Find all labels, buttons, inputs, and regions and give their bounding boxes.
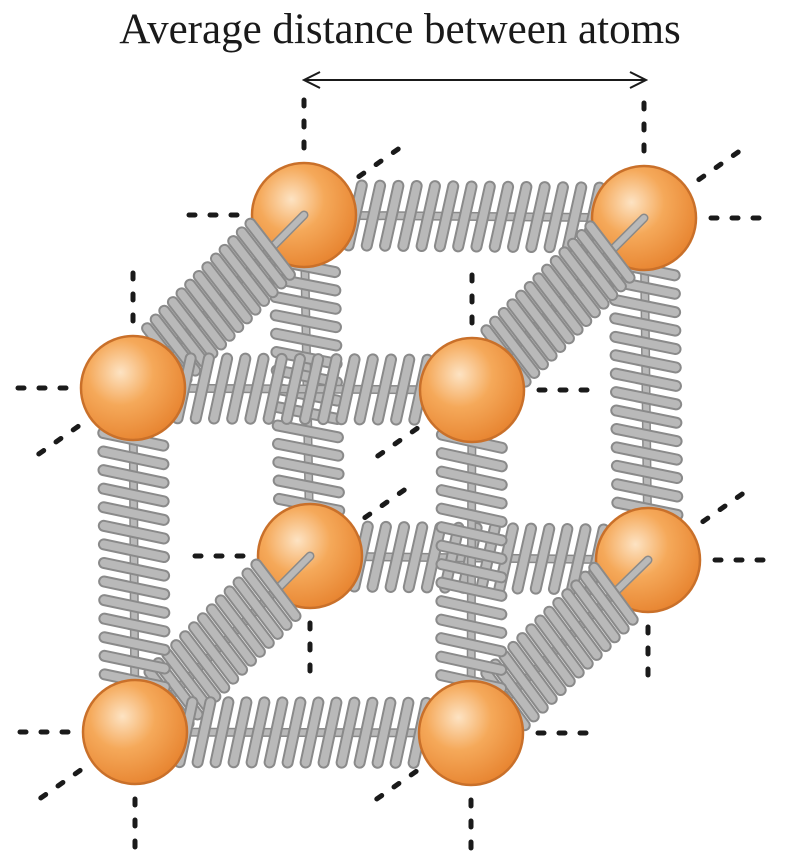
- spring-depth-top-right: [467, 213, 649, 395]
- atom-front-bottom-left: [81, 678, 189, 786]
- dots-ftl-14: [36, 423, 81, 457]
- continuation-dots: [15, 97, 766, 851]
- dots-fbr-23: [374, 768, 419, 802]
- front-atoms: [79, 334, 526, 787]
- atom-front-top-left: [79, 334, 187, 442]
- dots-bbr-11: [700, 491, 745, 525]
- dots-ftr-17: [375, 425, 420, 459]
- dots-fbl-20: [38, 767, 83, 801]
- dots-btr-5: [696, 149, 741, 183]
- middle-springs: [128, 210, 653, 738]
- dots-btl-2: [356, 146, 401, 180]
- spring-depth-top-left: [128, 210, 309, 393]
- atom-front-top-right: [418, 336, 526, 444]
- dots-bbl-8: [362, 487, 407, 521]
- atom-front-bottom-right: [417, 679, 525, 787]
- figure-title: Average distance between atoms: [119, 6, 681, 53]
